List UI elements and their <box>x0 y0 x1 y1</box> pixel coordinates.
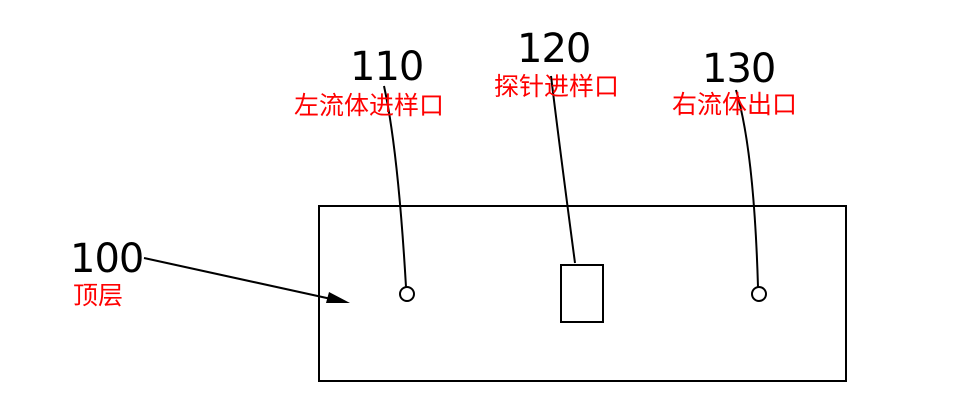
left-fluid-inlet-port <box>399 286 415 302</box>
top-layer-body <box>318 205 847 382</box>
leader-line-130 <box>735 89 759 288</box>
callout-label-100: 顶层 <box>73 281 123 310</box>
leader-arrowhead-100 <box>326 292 350 303</box>
leader-line-110 <box>383 85 407 288</box>
callout-number-110: 110 <box>350 44 423 90</box>
leader-line-100 <box>143 257 346 303</box>
callout-label-110: 左流体进样口 <box>294 91 444 120</box>
callout-number-120: 120 <box>517 26 590 72</box>
right-fluid-outlet-port <box>751 286 767 302</box>
leader-line-120 <box>550 75 576 264</box>
callout-number-100: 100 <box>70 236 143 282</box>
callout-number-130: 130 <box>702 46 775 92</box>
callout-label-120: 探针进样口 <box>494 72 619 101</box>
probe-inlet-port <box>560 264 604 323</box>
callout-label-130: 右流体出口 <box>672 90 797 119</box>
